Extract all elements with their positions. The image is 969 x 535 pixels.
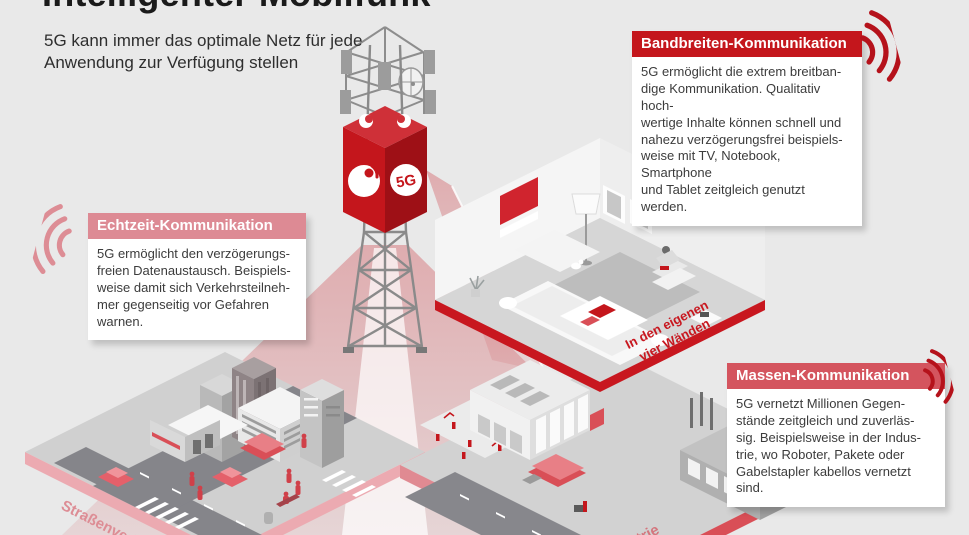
city-pedestrians: [189, 433, 307, 507]
callout-massen-body: 5G vernetzt Millionen Gegen- stände zeit…: [727, 389, 945, 508]
vodafone-logo: [348, 164, 380, 197]
armchair-person: [652, 246, 696, 290]
page-subtitle: 5G kann immer das optimale Netz für jede…: [44, 31, 363, 73]
badge-5g-label: 5G: [395, 171, 418, 191]
tower-foot: [416, 347, 427, 353]
plant: [469, 275, 485, 297]
dog: [571, 259, 584, 270]
callout-bandbreiten: Bandbreiten-Kommunikation 5G ermöglicht …: [632, 31, 862, 227]
tv-board: [500, 211, 538, 238]
home-edge-stripe-right: [600, 300, 765, 392]
crosswalk: [135, 470, 376, 529]
callout-echtzeit: Echtzeit-Kommunikation 5G ermöglicht den…: [88, 213, 306, 341]
dish-antenna: [398, 67, 424, 97]
home-wall-left: [435, 138, 600, 300]
callout-massen: Massen-Kommunikation 5G vernetzt Million…: [727, 363, 945, 508]
callout-echtzeit-title: Echtzeit-Kommunikation: [88, 213, 306, 239]
antenna-panels: [340, 50, 436, 114]
forklift: [574, 501, 587, 512]
home-edge-stripe-left: [435, 300, 600, 392]
callout-bandbreiten-body: 5G ermöglicht die extrem breitban- dige …: [632, 57, 862, 227]
city-scene: [25, 352, 425, 535]
tv-screen: [500, 177, 538, 225]
callout-echtzeit-body: 5G ermöglicht den verzögerungs- freien D…: [88, 239, 306, 341]
city-edge-stripe-right: [259, 452, 425, 535]
city-vehicles: [98, 433, 286, 487]
factory-building: [470, 360, 604, 460]
side-table: [690, 310, 722, 326]
callout-massen-title: Massen-Kommunikation: [727, 363, 945, 389]
page-title: Intelligenter Mobilfunk: [42, 0, 431, 15]
callout-bandbreiten-title: Bandbreiten-Kommunikation: [632, 31, 862, 57]
badge-5g: 5G: [390, 164, 422, 196]
industry-road-dashes: [460, 494, 541, 535]
tower-foot: [343, 347, 354, 353]
industry-road: [405, 472, 581, 535]
cell-tower: 5G: [340, 26, 436, 353]
trash-bin: [264, 512, 273, 524]
truck: [522, 454, 586, 487]
coffee-table: [560, 296, 648, 340]
tower-cube: 5G: [343, 106, 427, 233]
